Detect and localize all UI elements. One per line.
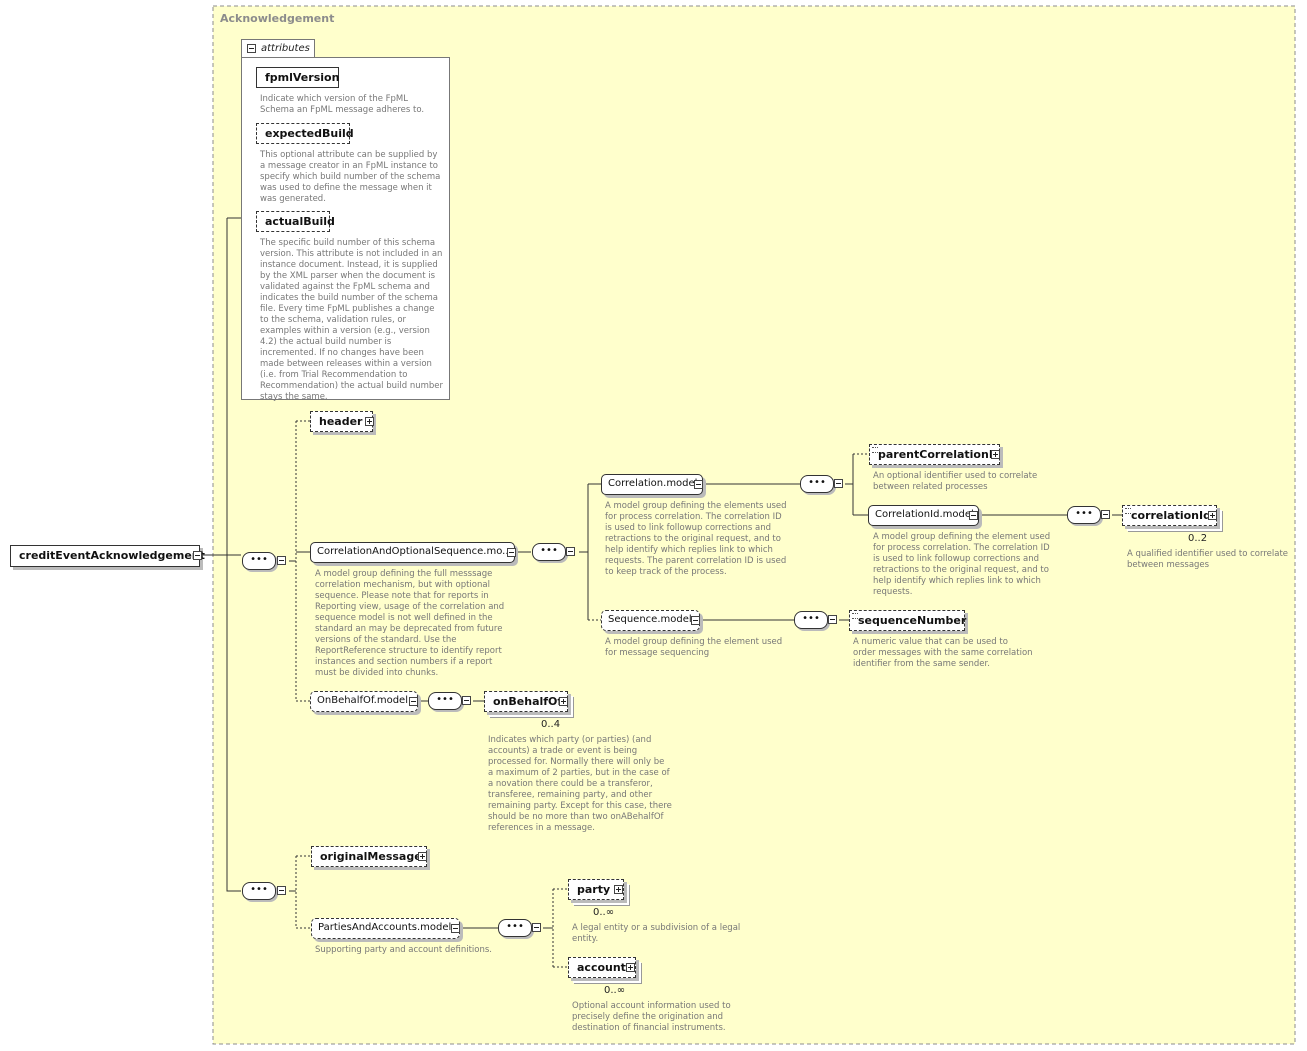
- element-account[interactable]: account: [568, 957, 636, 978]
- attributes-tab[interactable]: attributes: [241, 39, 315, 59]
- group-label: Sequence.model: [608, 614, 692, 625]
- collapse-toggle-icon[interactable]: [834, 479, 843, 488]
- element-label: onBehalfOf: [493, 695, 563, 708]
- collapse-toggle-icon[interactable]: [247, 44, 256, 53]
- attribute-actualBuild[interactable]: actualBuild: [256, 211, 335, 232]
- collapse-toggle-icon[interactable]: [277, 556, 286, 565]
- element-description: Indicates which party (or parties) (and …: [488, 735, 672, 833]
- group-sequence-model[interactable]: Sequence.model: [601, 610, 700, 631]
- collapse-toggle-icon[interactable]: [532, 923, 541, 932]
- element-label: sequenceNumber: [858, 614, 967, 627]
- collapse-toggle-icon[interactable]: [691, 616, 700, 625]
- sequence-compositor[interactable]: •••: [242, 552, 276, 570]
- element-description: Optional account information used to pre…: [572, 1001, 731, 1033]
- group-onbehalfof-model[interactable]: OnBehalfOf.model: [310, 691, 418, 712]
- group-label: PartiesAndAccounts.model: [318, 922, 452, 933]
- element-label: party: [577, 883, 611, 896]
- group-description: A model group defining the full messsage…: [315, 569, 505, 678]
- attribute-expectedBuild[interactable]: expectedBuild: [256, 123, 354, 144]
- attribute-description: This optional attribute can be supplied …: [260, 150, 441, 204]
- attribute-fpmlVersion[interactable]: fpmlVersion: [256, 67, 339, 88]
- expand-toggle-icon[interactable]: [418, 852, 427, 861]
- element-onBehalfOf[interactable]: onBehalfOf: [484, 691, 568, 712]
- collapse-toggle-icon[interactable]: [507, 548, 516, 557]
- group-label: CorrelationId.model: [875, 509, 974, 520]
- group-label: CorrelationAndOptionalSequence.mo...: [317, 546, 512, 557]
- expand-toggle-icon[interactable]: [1208, 511, 1217, 520]
- cardinality-label: 0..4: [541, 719, 561, 730]
- attribute-description: Indicate which version of the FpML Schem…: [260, 94, 425, 115]
- sequence-compositor[interactable]: •••: [800, 475, 834, 493]
- text-type-icon: [872, 447, 878, 453]
- cardinality-label: 0..2: [1188, 533, 1208, 544]
- collapse-toggle-icon[interactable]: [694, 480, 703, 489]
- element-correlationId[interactable]: correlationId: [1122, 505, 1217, 526]
- frame-title: Acknowledgement: [220, 12, 335, 25]
- attributes-panel: fpmlVersion Indicate which version of th…: [241, 57, 450, 402]
- group-label: OnBehalfOf.model: [317, 695, 408, 706]
- sequence-compositor[interactable]: •••: [532, 543, 566, 561]
- group-description: A model group defining the element used …: [873, 532, 1051, 597]
- text-type-icon: [1125, 508, 1131, 514]
- attribute-name: actualBuild: [265, 215, 335, 228]
- element-label: originalMessage: [320, 850, 422, 863]
- element-description: An optional identifier used to correlate…: [873, 471, 1038, 492]
- element-party[interactable]: party: [568, 879, 624, 900]
- element-originalMessage[interactable]: originalMessage: [311, 846, 427, 867]
- element-description: A legal entity or a subdivision of a leg…: [572, 923, 741, 944]
- element-description: A qualified identifier used to correlate…: [1127, 549, 1289, 570]
- element-description: A numeric value that can be used to orde…: [853, 637, 1033, 669]
- attribute-description: The specific build number of this schema…: [260, 238, 444, 402]
- attributes-tab-label: attributes: [261, 43, 310, 54]
- element-label: header: [319, 415, 363, 428]
- group-parties-accounts-model[interactable]: PartiesAndAccounts.model: [311, 918, 460, 939]
- element-parentCorrelationId[interactable]: parentCorrelationId: [869, 444, 1001, 465]
- sequence-compositor[interactable]: •••: [498, 919, 532, 937]
- element-label: correlationId: [1131, 509, 1211, 522]
- element-label: parentCorrelationId: [878, 448, 1001, 461]
- collapse-toggle-icon[interactable]: [566, 547, 575, 556]
- cardinality-label: 0..∞: [593, 907, 615, 918]
- element-label: account: [577, 961, 626, 974]
- expand-toggle-icon[interactable]: [365, 417, 374, 426]
- expand-toggle-icon[interactable]: [614, 885, 623, 894]
- collapse-toggle-icon[interactable]: [193, 551, 202, 560]
- group-description: Supporting party and account definitions…: [315, 945, 493, 955]
- collapse-toggle-icon[interactable]: [451, 924, 460, 933]
- expand-toggle-icon[interactable]: [559, 697, 568, 706]
- group-description: A model group defining the elements used…: [605, 501, 787, 577]
- attribute-name: fpmlVersion: [265, 71, 340, 84]
- collapse-toggle-icon[interactable]: [409, 697, 418, 706]
- group-correlation-optional-sequence[interactable]: CorrelationAndOptionalSequence.mo...: [310, 542, 516, 563]
- root-element[interactable]: creditEventAcknowledgement: [10, 545, 205, 567]
- group-description: A model group defining the element used …: [605, 637, 783, 658]
- element-sequenceNumber[interactable]: sequenceNumber: [849, 610, 967, 631]
- collapse-toggle-icon[interactable]: [828, 615, 837, 624]
- expand-toggle-icon[interactable]: [991, 450, 1000, 459]
- text-type-icon: [852, 613, 858, 619]
- cardinality-label: 0..∞: [604, 985, 626, 996]
- sequence-compositor[interactable]: •••: [794, 611, 828, 629]
- sequence-compositor[interactable]: •••: [428, 692, 462, 710]
- sequence-compositor[interactable]: •••: [242, 882, 276, 900]
- sequence-compositor[interactable]: •••: [1067, 506, 1101, 524]
- group-correlationid-model[interactable]: CorrelationId.model: [868, 505, 979, 526]
- collapse-toggle-icon[interactable]: [462, 696, 471, 705]
- root-element-label: creditEventAcknowledgement: [19, 549, 205, 562]
- group-correlation-model[interactable]: Correlation.model: [601, 474, 703, 495]
- collapse-toggle-icon[interactable]: [969, 511, 978, 520]
- expand-toggle-icon[interactable]: [626, 963, 635, 972]
- collapse-toggle-icon[interactable]: [1101, 510, 1110, 519]
- group-label: Correlation.model: [608, 478, 698, 489]
- attribute-name: expectedBuild: [265, 127, 354, 140]
- collapse-toggle-icon[interactable]: [277, 886, 286, 895]
- element-header[interactable]: header: [310, 411, 374, 432]
